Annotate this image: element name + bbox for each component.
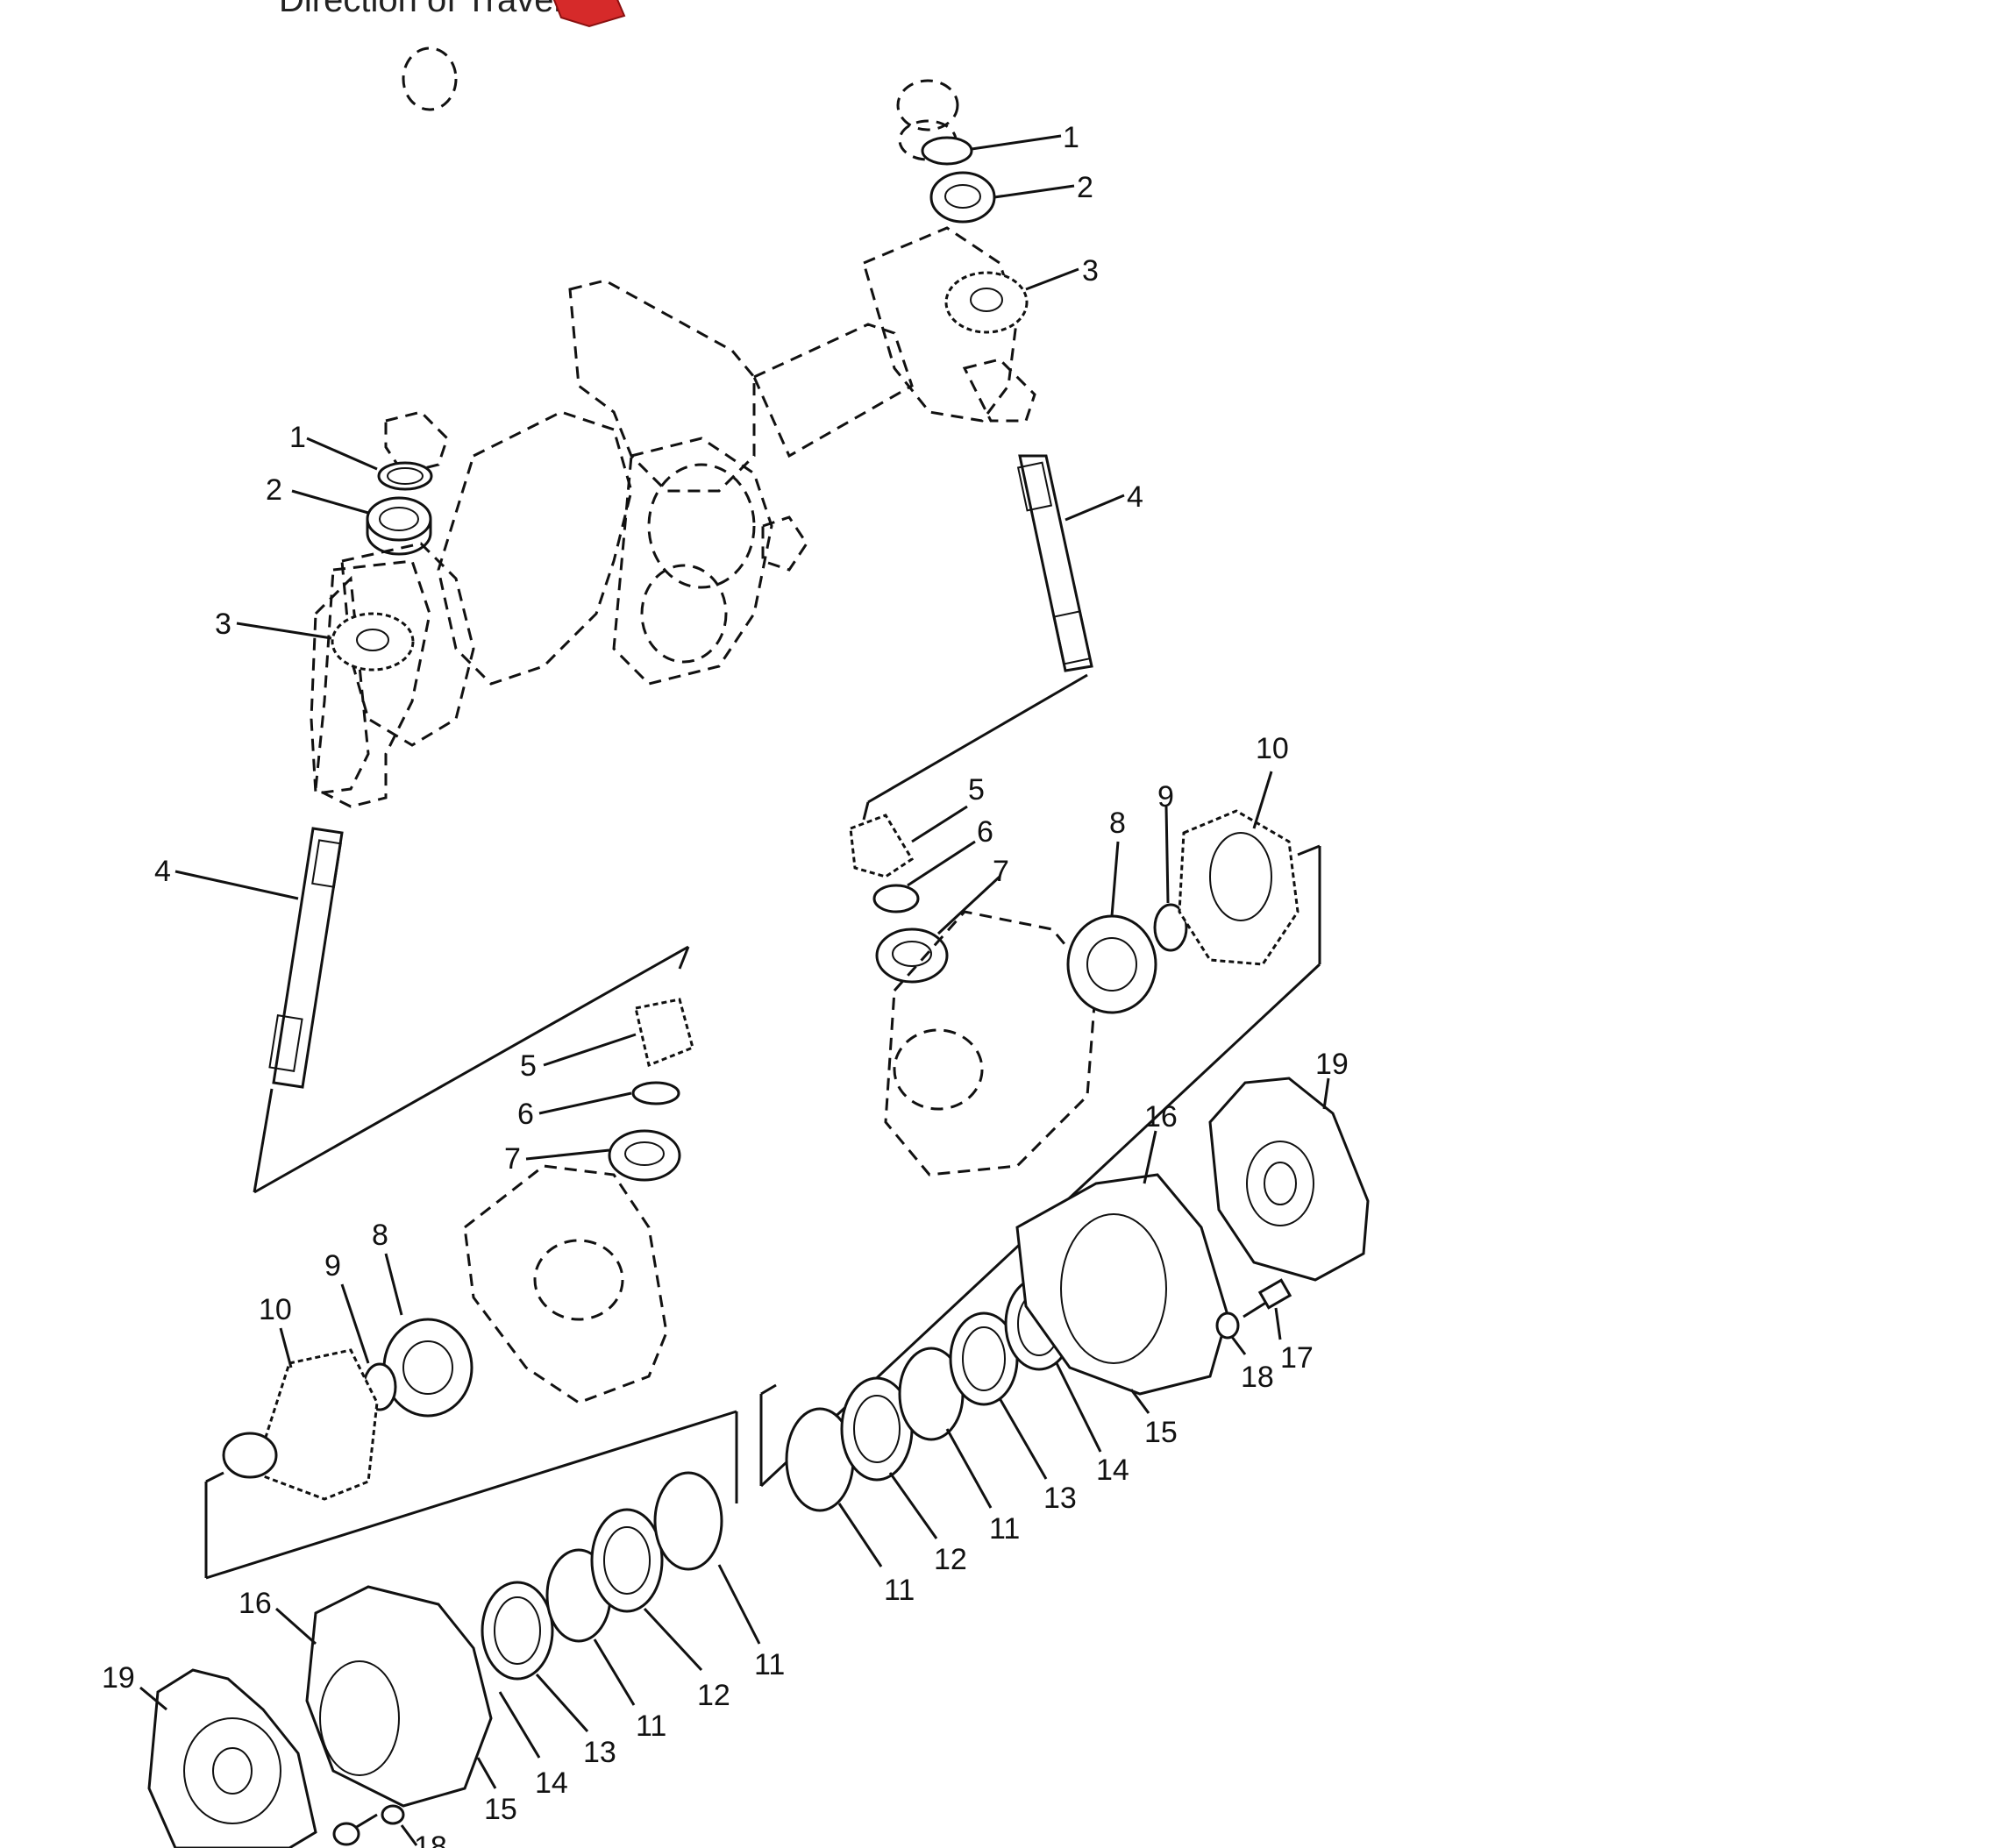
leader-lines [139,134,1330,1846]
shaft-left [268,827,344,1089]
callout-10-right: 10 [1256,732,1289,765]
ring-gear-right [1178,809,1300,966]
ring-13-right [949,1311,1019,1406]
callout-15-left: 15 [484,1793,517,1826]
callout-19-right: 19 [1315,1048,1349,1081]
bearing-left-mid [608,1129,681,1182]
callout-8-left: 8 [372,1219,388,1252]
callout-11-left-a: 11 [754,1648,785,1681]
flange-right [1208,1077,1370,1282]
washer-left [631,1081,680,1105]
callout-13-left: 13 [583,1736,616,1769]
bearing-12-right [840,1376,914,1482]
bracket-left-upper [253,945,690,1194]
callout-2-right: 2 [1077,171,1093,204]
callout-7-right: 7 [993,855,1009,888]
flange-left [147,1668,317,1848]
seal-left-upper [377,461,433,491]
callout-7-left: 7 [504,1142,521,1176]
bearing-left-lower [382,1318,474,1418]
cover-left [305,1585,493,1808]
bracket-left-lower [204,1410,738,1580]
snapring-right [1153,903,1188,952]
ring-11-left-b [653,1471,723,1571]
callout-9-right: 9 [1157,780,1174,814]
ring-14-left [481,1581,554,1681]
gear-right-upper [944,271,1029,334]
callout-5-left: 5 [520,1049,537,1083]
callout-11-right-a: 11 [884,1574,915,1607]
bearing-right-upper [929,171,996,224]
bolt-left [332,1804,405,1846]
callout-18-left: 18 [414,1830,447,1848]
callout-16-left: 16 [239,1587,272,1620]
bearing-left-upper [366,496,432,556]
ring-gear-left [222,1348,379,1501]
callout-6-right: 6 [977,815,993,849]
bearing-right-lower [1066,914,1157,1014]
callout-2-left: 2 [266,473,282,507]
callout-5-right: 5 [968,773,985,807]
callout-1-left: 1 [289,421,306,454]
callout-11-right-b: 11 [989,1512,1020,1546]
direction-arrow-icon [552,0,626,28]
callout-4-right: 4 [1127,480,1143,514]
washer-right [872,884,920,913]
direction-caption: Direction of Travel. [279,0,572,19]
callout-1-right: 1 [1063,121,1079,154]
callout-4-left: 4 [154,855,171,888]
bolt-right [1215,1278,1292,1340]
carrier-right [884,910,1098,1176]
callout-8-right: 8 [1109,807,1126,840]
carrier-left [463,1164,668,1404]
callout-19-left: 19 [102,1661,135,1695]
callout-16-right: 16 [1144,1100,1178,1134]
callout-3-right: 3 [1082,254,1099,288]
cover-right [1015,1173,1229,1396]
callout-14-right: 14 [1096,1454,1129,1487]
callout-17-right: 17 [1280,1341,1314,1375]
axle-housing-outline [310,46,1036,795]
callout-labels: 1 2 3 4 1 2 3 4 5 6 7 8 9 10 5 6 7 8 9 1… [102,121,1349,1848]
bearing-right-mid [875,928,949,984]
callout-15-right: 15 [1144,1416,1178,1449]
bracket-right-upper [862,673,1088,821]
knuckle-left-upper [314,559,431,808]
callout-13-right: 13 [1043,1482,1077,1515]
bearing-12-left [590,1508,664,1613]
pinion-left [634,998,694,1068]
callout-14-left: 14 [535,1766,568,1800]
gear-left-upper [331,612,415,672]
callout-6-left: 6 [517,1098,534,1131]
seal-right-upper [921,136,973,166]
callout-18-right: 18 [1241,1361,1274,1394]
callout-3-left: 3 [215,608,231,641]
callout-12-left: 12 [697,1679,730,1712]
shaft-right [1016,454,1093,672]
pinion-right [849,814,915,878]
callout-9-left: 9 [324,1249,341,1283]
callout-10-left: 10 [259,1293,292,1326]
callout-12-right: 12 [934,1543,967,1576]
callout-11-left-b: 11 [636,1709,666,1743]
